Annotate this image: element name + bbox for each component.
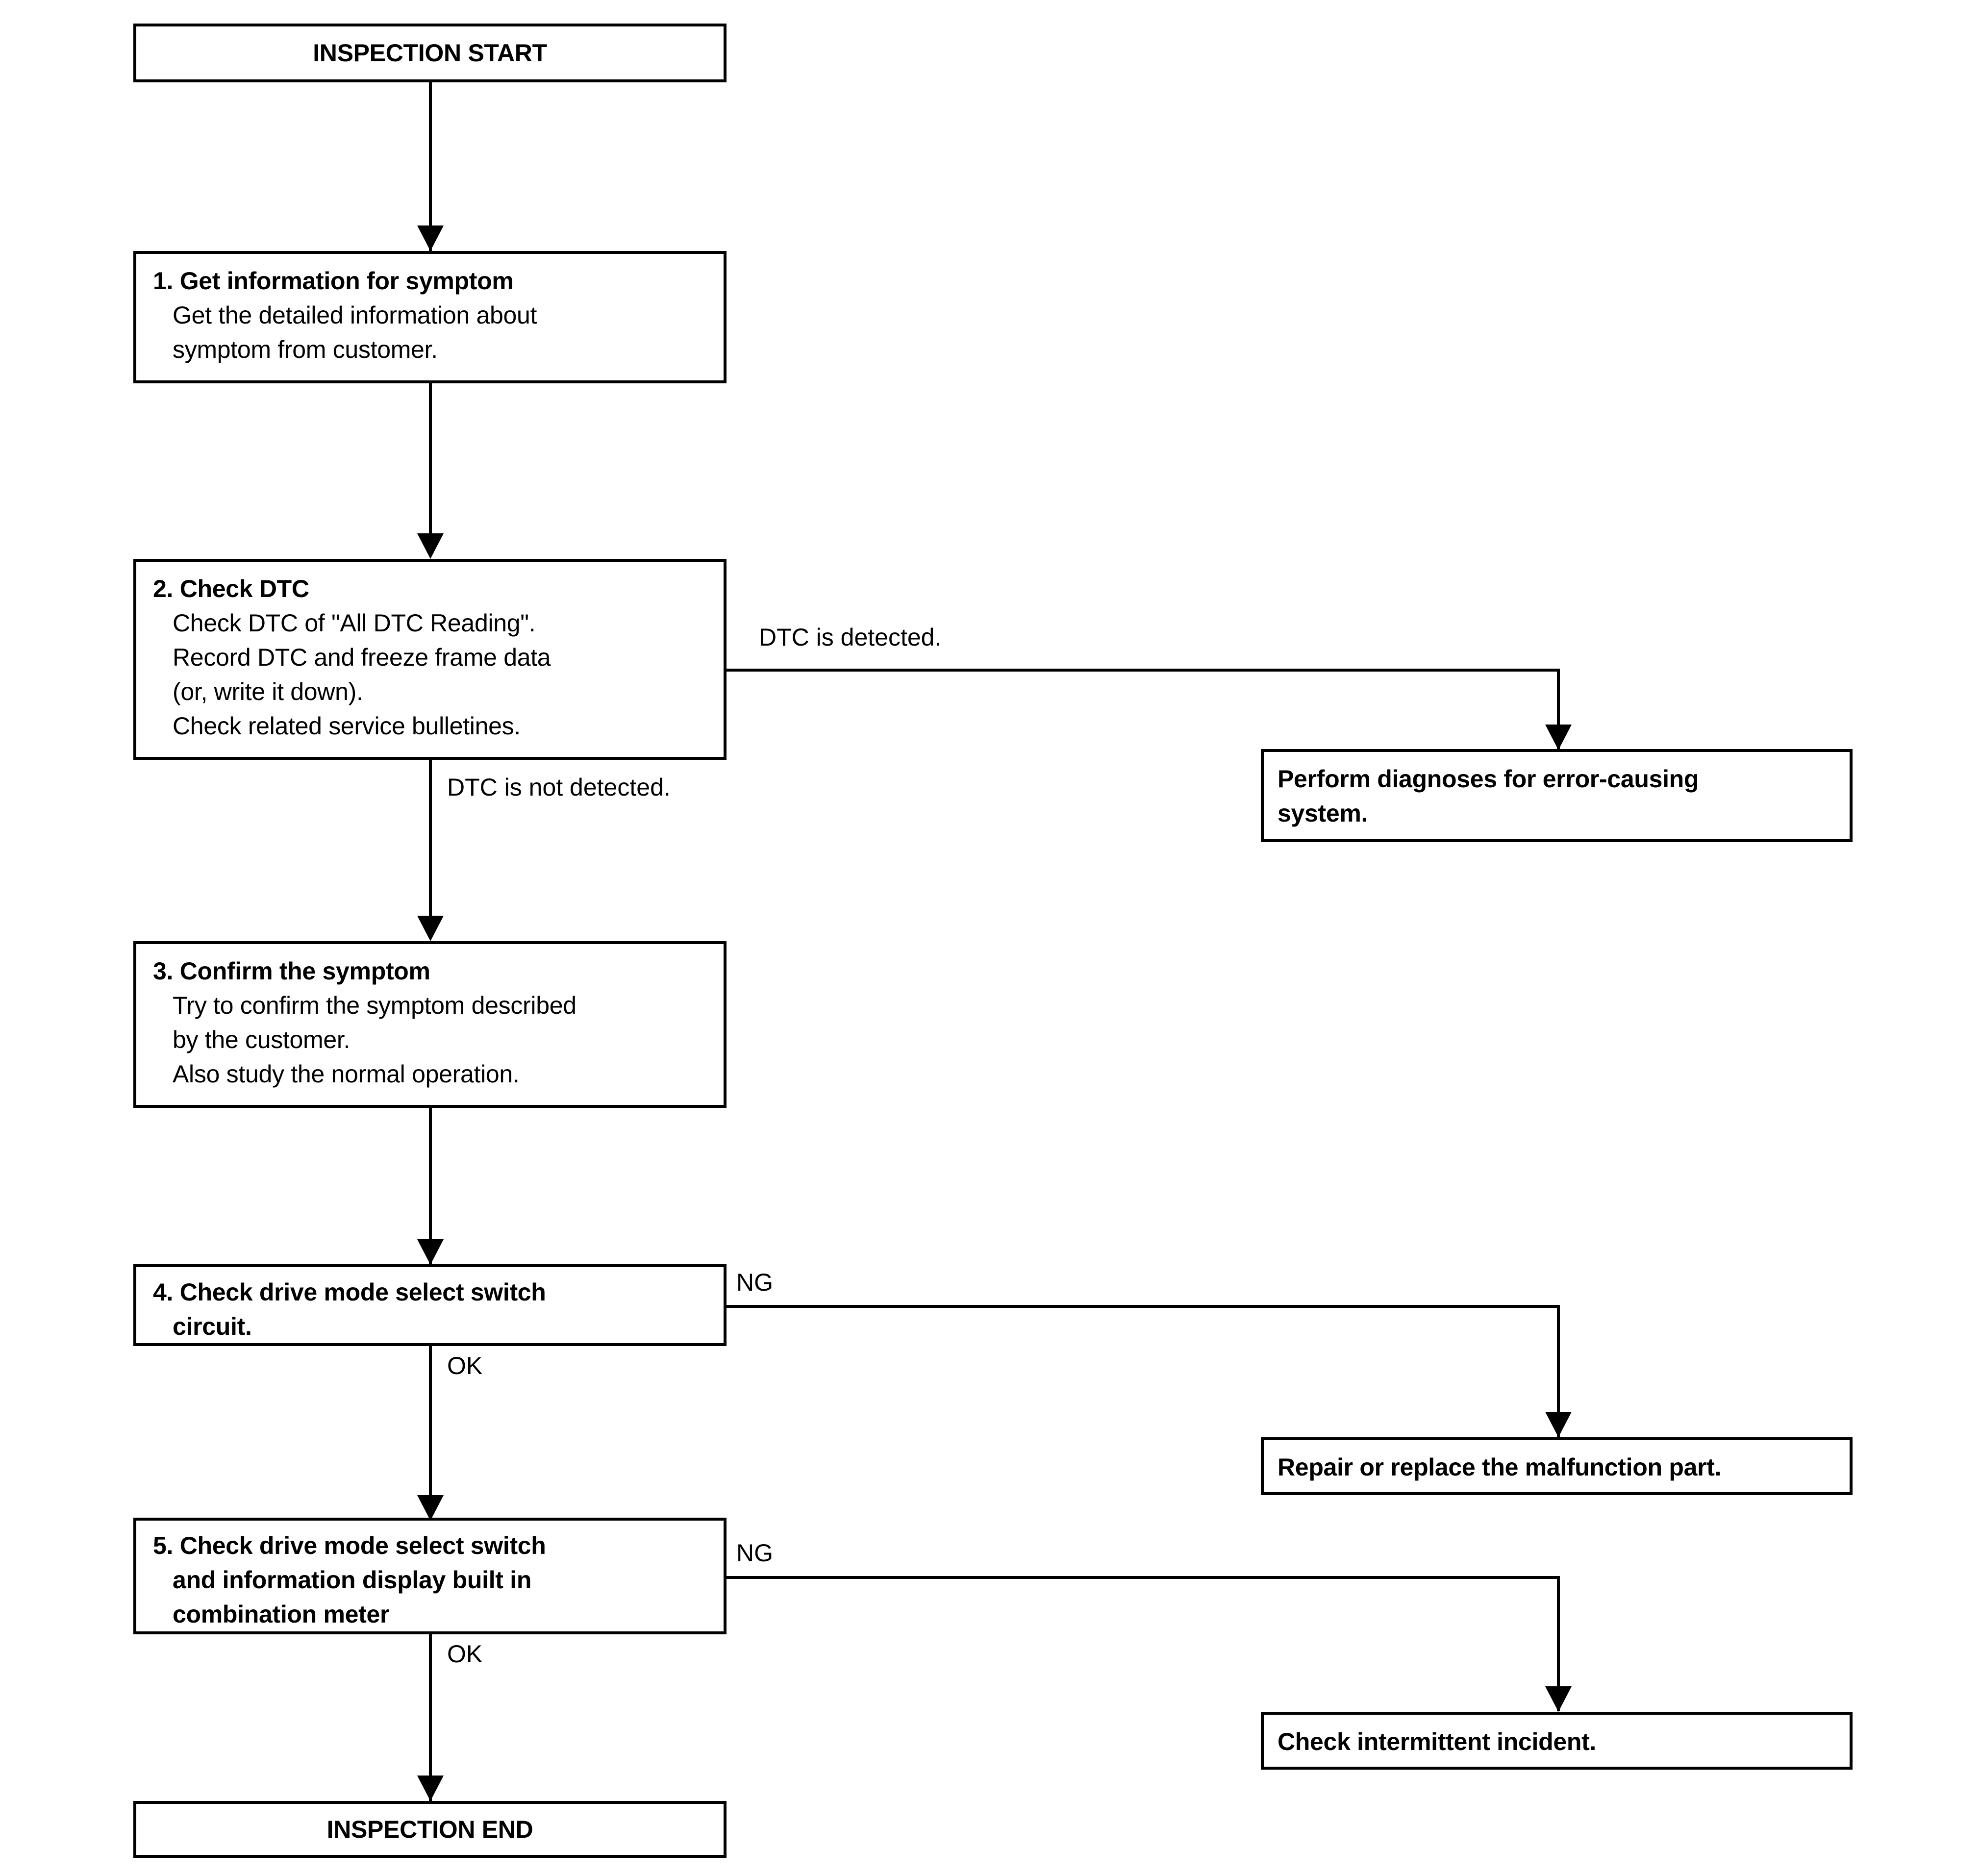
node-step-4-body: 4. Check drive mode select switch circui… — [153, 1275, 715, 1344]
step-1-line-2: symptom from customer. — [173, 336, 438, 363]
node-step-3-body: 3. Confirm the symptom Try to confirm th… — [153, 954, 715, 1091]
arrowhead-step5 — [417, 1495, 444, 1521]
step-5-heading-line-2: and information display built in — [173, 1566, 532, 1594]
step-1-heading: 1. Get information for symptom — [153, 267, 514, 295]
repair-replace-line-1: Repair or replace the malfunction part. — [1278, 1453, 1722, 1481]
step-1-line-1: Get the detailed information about — [173, 301, 537, 329]
arrowhead-perform-diagnoses — [1545, 725, 1572, 750]
step-2-line-1: Check DTC of "All DTC Reading". — [173, 609, 536, 637]
node-step-3: 3. Confirm the symptom Try to confirm th… — [133, 941, 727, 1108]
connector-step2-branch-horizontal — [727, 669, 1560, 672]
edge-label-ok-step4: OK — [447, 1352, 483, 1379]
node-inspection-end-body: INSPECTION END — [136, 1812, 724, 1847]
node-inspection-end: INSPECTION END — [133, 1801, 727, 1858]
step-4-heading-line-1: 4. Check drive mode select switch — [153, 1278, 546, 1306]
node-step-2-body: 2. Check DTC Check DTC of "All DTC Readi… — [153, 572, 715, 743]
arrowhead-inspection-end — [417, 1776, 444, 1801]
node-step-1: 1. Get information for symptom Get the d… — [133, 251, 727, 383]
connector-step2-branch-vertical — [1557, 669, 1560, 749]
connector-start-to-step1 — [429, 82, 432, 252]
inspection-end-label: INSPECTION END — [326, 1816, 533, 1843]
node-step-5-body: 5. Check drive mode select switch and in… — [153, 1528, 715, 1631]
step-3-line-3: Also study the normal operation. — [173, 1060, 520, 1088]
step-3-heading: 3. Confirm the symptom — [153, 957, 430, 985]
step-3-line-2: by the customer. — [173, 1026, 351, 1053]
connector-step2-to-step3 — [429, 760, 432, 921]
connector-step4-ng-vertical — [1557, 1305, 1560, 1437]
node-repair-replace-body: Repair or replace the malfunction part. — [1278, 1450, 1841, 1484]
edge-label-ng-step4: NG — [736, 1269, 773, 1296]
arrowhead-step1 — [417, 225, 444, 251]
node-step-4: 4. Check drive mode select switch circui… — [133, 1264, 727, 1346]
step-3-line-1: Try to confirm the symptom described — [173, 992, 576, 1019]
node-inspection-start: INSPECTION START — [133, 24, 727, 82]
node-check-intermittent-body: Check intermittent incident. — [1278, 1725, 1841, 1759]
arrowhead-step2 — [417, 533, 444, 559]
arrowhead-check-intermittent — [1545, 1686, 1572, 1712]
edge-label-ng-step5: NG — [736, 1539, 773, 1567]
node-check-intermittent: Check intermittent incident. — [1261, 1712, 1853, 1770]
arrowhead-step3 — [417, 916, 444, 941]
edge-label-dtc-not-detected: DTC is not detected. — [447, 774, 671, 801]
step-4-heading-line-2: circuit. — [173, 1313, 252, 1340]
step-2-line-4: Check related service bulletines. — [173, 712, 521, 740]
node-inspection-start-body: INSPECTION START — [136, 36, 724, 70]
connector-step4-ng-horizontal — [727, 1305, 1560, 1308]
connector-step5-ng-vertical — [1557, 1576, 1560, 1711]
arrowhead-step4 — [417, 1239, 444, 1265]
perform-diagnoses-line-2: system. — [1278, 800, 1368, 827]
node-perform-diagnoses-body: Perform diagnoses for error-causing syst… — [1278, 762, 1841, 830]
connector-step5-ng-horizontal — [727, 1576, 1560, 1579]
edge-label-dtc-detected: DTC is detected. — [759, 624, 942, 651]
edge-label-ok-step5: OK — [447, 1640, 483, 1668]
step-2-line-3: (or, write it down). — [173, 678, 363, 705]
step-5-heading-line-1: 5. Check drive mode select switch — [153, 1532, 546, 1559]
node-step-2: 2. Check DTC Check DTC of "All DTC Readi… — [133, 559, 727, 760]
step-2-heading: 2. Check DTC — [153, 575, 309, 602]
connector-step5-to-end — [429, 1634, 432, 1801]
connector-step4-to-step5 — [429, 1346, 432, 1505]
node-step-1-body: 1. Get information for symptom Get the d… — [153, 264, 715, 367]
node-perform-diagnoses: Perform diagnoses for error-causing syst… — [1261, 749, 1853, 842]
connector-step3-to-step4 — [429, 1108, 432, 1270]
perform-diagnoses-line-1: Perform diagnoses for error-causing — [1278, 765, 1699, 793]
step-2-line-2: Record DTC and freeze frame data — [173, 644, 551, 671]
node-repair-replace: Repair or replace the malfunction part. — [1261, 1437, 1853, 1495]
arrowhead-repair-replace — [1545, 1412, 1572, 1437]
check-intermittent-line-1: Check intermittent incident. — [1278, 1728, 1597, 1755]
step-5-heading-line-3: combination meter — [173, 1601, 390, 1628]
connector-step1-to-step2 — [429, 383, 432, 538]
node-step-5: 5. Check drive mode select switch and in… — [133, 1518, 727, 1634]
inspection-start-label: INSPECTION START — [313, 39, 547, 67]
